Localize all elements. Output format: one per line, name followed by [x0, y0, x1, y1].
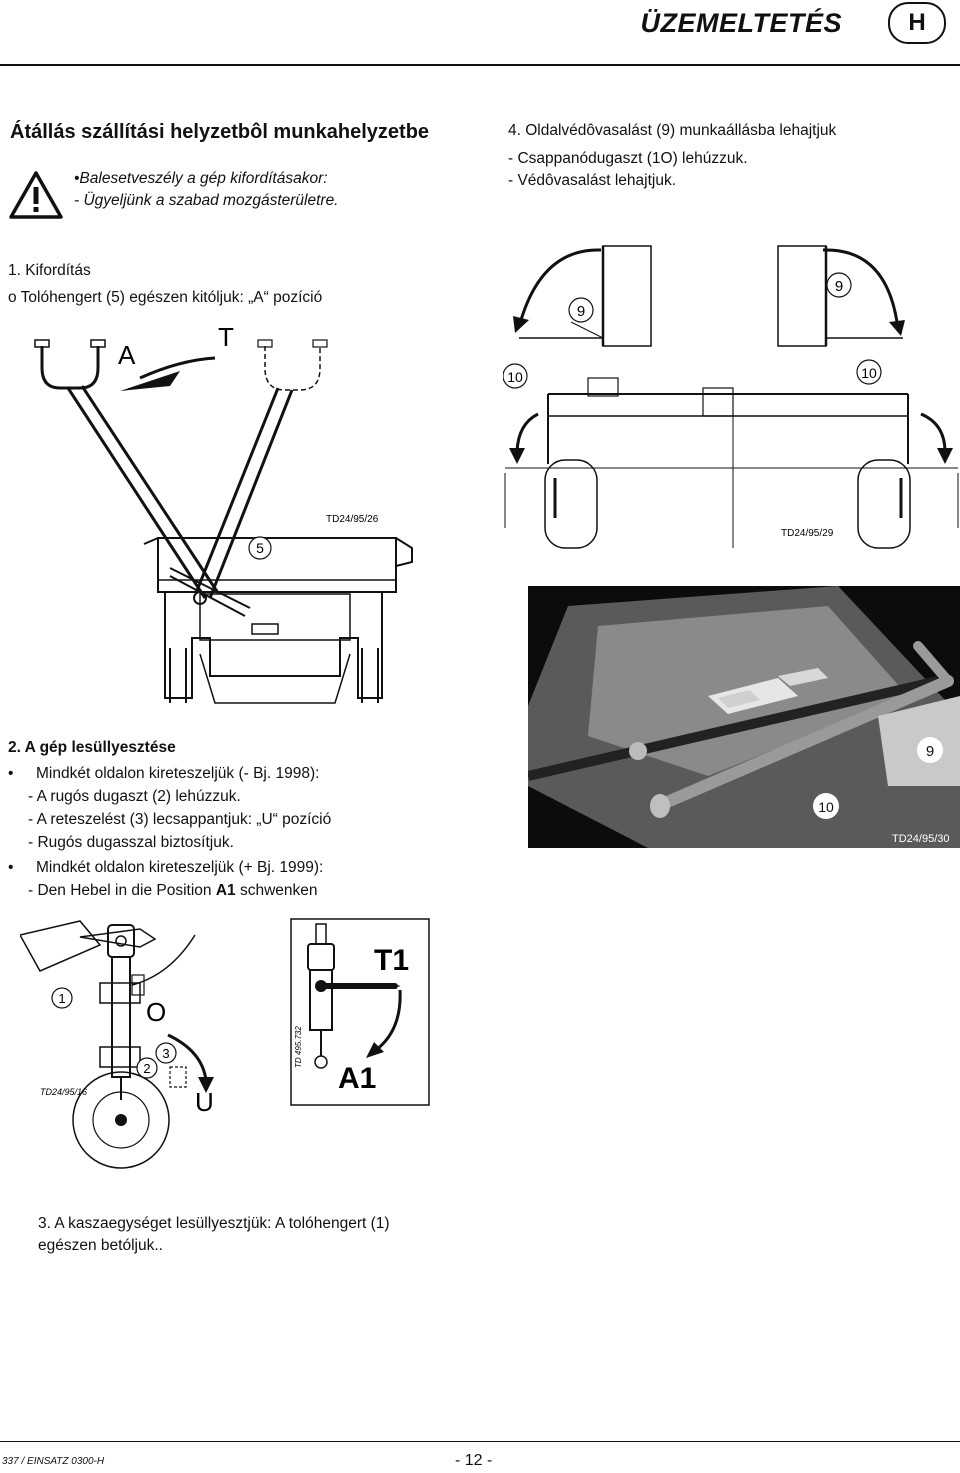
callout-10-left-circle: [503, 363, 528, 389]
label-a: A: [118, 340, 136, 370]
callout-5-circle: [248, 536, 272, 560]
machine-photo: 9 10 TD24/95/30: [528, 586, 960, 848]
footer-rule: [0, 1441, 960, 1442]
callout-9-left: 9: [577, 303, 585, 320]
step2-b2-bold: A1: [215, 882, 236, 899]
step4-title: 4. Oldalvédôvasalást (9) munkaállásba le…: [508, 122, 837, 139]
step2-bullet-2-row: • Mindkét oldalon kireteszeljük (+ Bj. 19…: [8, 857, 323, 879]
header-rule: [0, 64, 960, 66]
step1-line: o Tolóhengert (5) egészen kitóljuk: „A“ …: [8, 289, 323, 306]
photo-callout-9: 9: [926, 743, 934, 760]
callout-9-right: 9: [835, 278, 843, 295]
fig1-code: TD24/95/26: [326, 514, 379, 525]
step3-line-1: 3. A kaszaegységet lesüllyesztjük: A tol…: [38, 1215, 390, 1232]
step2-bullet-1: Mindkét oldalon kireteszeljük (- Bj. 199…: [36, 765, 320, 782]
step2-b2-line-1: - Den Hebel in die Position A1 schwenken: [28, 880, 318, 902]
figure-lever: T1 A1 TD 495.732: [290, 918, 430, 1106]
section-title: Átállás szállítási helyzetbôl munkahelyz…: [10, 121, 430, 143]
figure-folding-mechanism: A T 5 TD24/95/26: [34, 322, 413, 704]
language-badge: H: [888, 2, 946, 44]
callout-10-right-circle: [856, 359, 882, 385]
label-o: O: [146, 997, 166, 1027]
step2-bullet-1-row: • Mindkét oldalon kireteszeljük (- Bj. 19…: [8, 763, 319, 785]
step2-bullet-2: Mindkét oldalon kireteszeljük (+ Bj. 199…: [36, 859, 324, 876]
photo-callout-10-circle: [813, 793, 839, 819]
warning-line-2: - Ügyeljünk a szabad mozgásterületre.: [74, 192, 339, 209]
callout-1-circle: [51, 987, 73, 1009]
callout-2-circle: [136, 1057, 158, 1079]
callout-9-right-circle: [826, 272, 852, 298]
photo-callout-9-circle: [917, 737, 943, 763]
bullet-icon: •: [8, 859, 14, 876]
step4-line-1: - Csappanódugaszt (1O) lehúzzuk.: [508, 150, 748, 167]
page-number: - 12 -: [455, 1452, 493, 1469]
step2-title: 2. A gép lesüllyesztése: [8, 739, 176, 756]
photo-code: TD24/95/30: [892, 833, 949, 845]
figure-wheel-lock: 1 2 3 O U TD24/95/16: [20, 920, 214, 1169]
label-a1: A1: [338, 1062, 376, 1095]
figure-side-guard: 9 9 10 10 TD24/95/29: [503, 245, 959, 549]
fig3-code: TD24/95/16: [40, 1087, 87, 1097]
callout-10-left: 10: [507, 369, 523, 385]
step2-b1-line-1: - A rugós dugaszt (2) lehúzzuk.: [28, 788, 241, 805]
step2-b1-line-2: - A reteszelést (3) lecsappantjuk: „U“ p…: [28, 811, 332, 828]
fig2-code: TD24/95/29: [781, 528, 834, 539]
label-t1: T1: [374, 944, 409, 977]
callout-2: 2: [143, 1061, 150, 1076]
warning-line-1: •Balesetveszély a gép kifordításakor:: [74, 170, 328, 187]
photo-callout-10: 10: [818, 799, 834, 815]
step2-b1-line-3: - Rugós dugasszal biztosítjuk.: [28, 834, 234, 851]
bullet-icon: •: [8, 765, 14, 782]
callout-10-right: 10: [861, 365, 877, 381]
callout-3-circle: [155, 1042, 177, 1064]
footer-document-id: 337 / EINSATZ 0300-H: [2, 1456, 105, 1467]
page-header-title: ÜZEMELTETÉS: [640, 8, 842, 38]
step4-line-2: - Védôvasalást lehajtjuk.: [508, 172, 677, 189]
callout-1: 1: [58, 991, 65, 1006]
step2-b2-post: schwenken: [235, 882, 318, 899]
warning-icon: [9, 171, 63, 219]
step3-line-2: egészen betóljuk..: [38, 1237, 163, 1254]
step2-b2-pre: - Den Hebel in die Position: [28, 882, 216, 899]
label-t: T: [218, 322, 234, 352]
fig4-code: TD 495.732: [294, 1026, 303, 1068]
callout-3: 3: [162, 1046, 169, 1061]
label-u: U: [195, 1087, 214, 1117]
callout-9-left-circle: [568, 297, 594, 323]
step1-title: 1. Kifordítás: [8, 262, 91, 279]
callout-5: 5: [256, 540, 264, 556]
